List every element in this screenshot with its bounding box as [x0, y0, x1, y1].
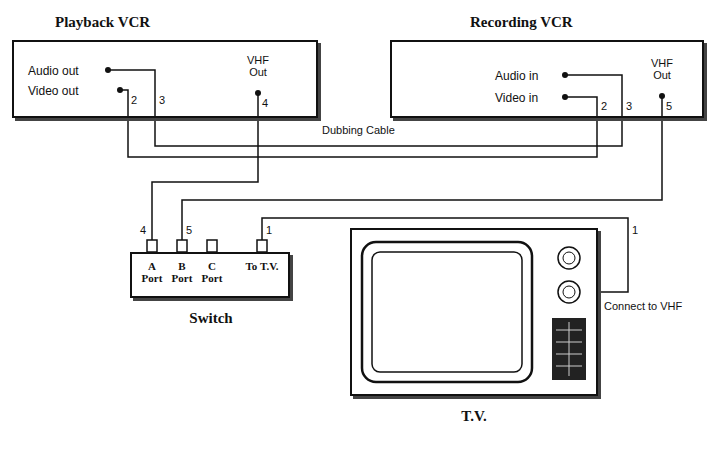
- callout-number: 3: [626, 100, 632, 112]
- callout-number: 1: [632, 224, 638, 236]
- port-label: Audio in: [495, 69, 538, 83]
- port-label: To T.V.: [245, 260, 279, 272]
- callout-number: 5: [186, 224, 192, 236]
- switch-box: A PortB PortC PortTo T.V.Switch: [130, 252, 290, 298]
- callout-number: 2: [601, 100, 607, 112]
- switch-port: [147, 240, 157, 252]
- callout-number: 2: [131, 94, 137, 106]
- port-label: C Port: [197, 260, 227, 284]
- jack-dot: [105, 67, 111, 73]
- tv-set: T.V.: [350, 228, 598, 396]
- port-label: Video out: [28, 84, 79, 98]
- tv-screen-frame: [362, 242, 532, 382]
- internal-wire: [120, 90, 128, 118]
- note-label: Connect to VHF: [604, 300, 682, 312]
- callout-number: 4: [140, 224, 146, 236]
- callout-number: 3: [159, 94, 165, 106]
- tv-panel-line: [569, 322, 570, 376]
- port-label: VHF Out: [243, 54, 273, 78]
- jack-dot: [562, 72, 568, 78]
- internal-wire: [108, 70, 155, 118]
- tv-knob: [563, 252, 575, 264]
- device-title: Recording VCR: [470, 14, 573, 31]
- internal-wire: [565, 75, 622, 118]
- tv-knob: [558, 247, 580, 269]
- vcr-box: Recording VCRAudio inVideo inVHF Out: [390, 40, 704, 118]
- jack-dot: [117, 87, 123, 93]
- vcr-box: Playback VCRAudio outVideo outVHF Out: [12, 40, 318, 118]
- switch-port: [207, 240, 217, 252]
- cable-label: Dubbing Cable: [322, 124, 395, 136]
- cable-wire: [128, 118, 597, 157]
- jack-dot: [255, 90, 261, 96]
- cable-wire: [155, 118, 622, 146]
- tv-knob: [558, 281, 580, 303]
- port-label: B Port: [167, 260, 197, 284]
- callout-number: 5: [666, 100, 672, 112]
- port-label: VHF Out: [647, 57, 677, 81]
- internal-wire: [257, 93, 259, 118]
- switch-port: [177, 240, 187, 252]
- internal-wire: [661, 96, 663, 118]
- callout-number: 1: [266, 224, 272, 236]
- device-title: T.V.: [444, 408, 504, 425]
- device-title: Switch: [176, 310, 246, 327]
- port-label: A Port: [137, 260, 167, 284]
- tv-panel: [552, 318, 586, 380]
- tv-knob: [563, 286, 575, 298]
- jack-dot: [659, 93, 665, 99]
- cable-wire: [152, 118, 258, 252]
- port-label: Video in: [495, 91, 538, 105]
- internal-wire: [565, 97, 597, 118]
- tv-screen: [372, 252, 522, 372]
- device-title: Playback VCR: [55, 14, 150, 31]
- jack-dot: [562, 94, 568, 100]
- port-label: Audio out: [28, 64, 79, 78]
- switch-port: [257, 240, 267, 252]
- callout-number: 4: [262, 97, 268, 109]
- cable-wire: [182, 118, 662, 252]
